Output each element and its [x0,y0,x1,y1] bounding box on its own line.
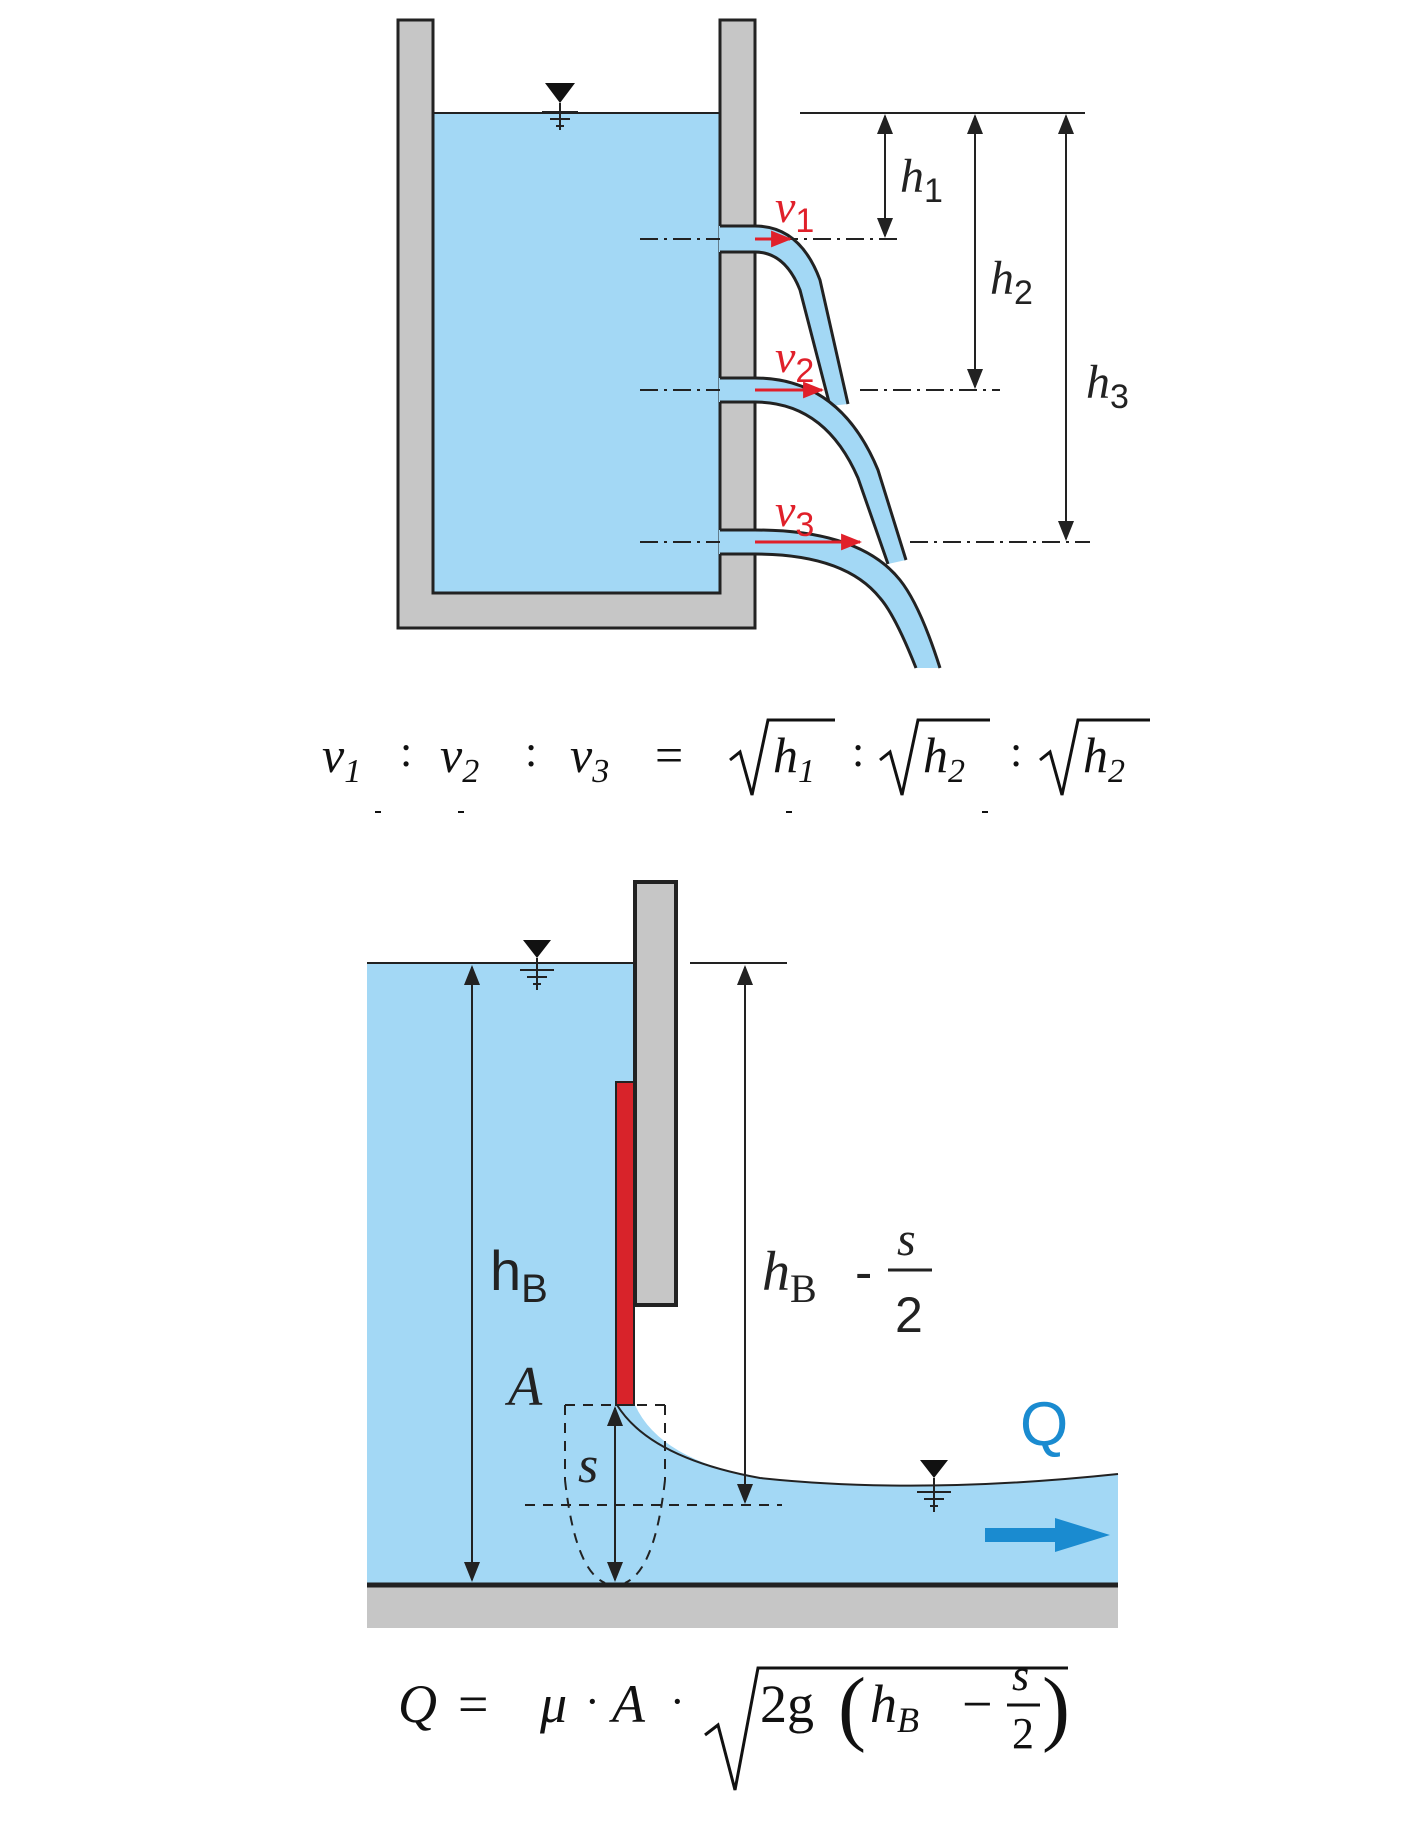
svg-text:hB: hB [762,1241,817,1311]
label-A: A [504,1356,543,1418]
gate-seal [615,1081,635,1406]
tank-diagram: v1 v2 v3 h1 h2 h3 [396,18,1129,669]
water-level-triangle-icon [520,940,554,990]
vena-contracta-outline [525,1404,782,1584]
orifice-3 [719,530,757,554]
sluice-gate [633,880,678,1307]
channel-bed [367,1583,1118,1628]
jet-1 [755,226,848,406]
flow-arrow-icon [985,1518,1110,1552]
svg-text:A: A [609,1674,646,1734]
sluice-gate-diagram: hB hB - s 2 A s Q [367,880,1119,1628]
centerlines [640,238,1090,543]
svg-text::: : [1010,727,1022,776]
sqrt-sign-main [704,1666,1068,1791]
jet-3 [755,530,940,668]
svg-text::: : [525,727,537,776]
orifice-2 [719,378,757,402]
svg-text:(: ( [838,1661,866,1754]
svg-text:−: − [962,1674,992,1734]
svg-text:v1: v1 [322,727,361,790]
height-label-1: h1 [900,150,943,210]
sqrt-sign-1 [729,718,835,796]
svg-text:-: - [855,1244,872,1302]
formula-discharge: Q = μ · A · 2g ( hB − s 2 ) [398,1651,1070,1791]
svg-text:2g: 2g [760,1674,814,1734]
sqrt-sign-2 [879,718,990,796]
label-Q: Q [1020,1390,1068,1459]
svg-text:2: 2 [1012,1709,1034,1758]
svg-text:·: · [670,1677,685,1726]
velocity-label-2: v2 [775,331,814,390]
svg-text:=: = [458,1674,488,1734]
formula-velocity-ratio: v1 : v2 : v3 = h1 : h2 : h2 [322,718,1150,813]
svg-text:s: s [1012,1651,1029,1700]
svg-text::: : [400,727,412,776]
water-level-triangle-icon [917,1460,951,1512]
svg-text:Q: Q [398,1674,437,1734]
svg-text:v2: v2 [440,727,479,790]
free-surface [616,1404,1119,1487]
label-hB-minus-s-half: hB - s 2 [762,1213,932,1343]
svg-text:h2: h2 [923,727,965,790]
water-level-triangle-icon [542,83,578,130]
label-s: s [578,1437,598,1494]
orifice-1 [719,226,757,252]
svg-text::: : [852,727,864,776]
sqrt-sign-3 [1039,718,1150,796]
height-label-3: h3 [1086,356,1129,416]
svg-text:): ) [1042,1661,1070,1754]
svg-text:=: = [655,727,683,783]
svg-text:h2: h2 [1083,727,1125,790]
jet-2 [755,378,906,564]
svg-text:s: s [897,1213,916,1266]
svg-text:v3: v3 [570,727,609,790]
svg-text:μ: μ [539,1674,567,1734]
velocity-label-1: v1 [775,181,814,240]
svg-text:h1: h1 [773,727,815,790]
tank-water [433,113,720,593]
svg-text:2: 2 [895,1287,923,1343]
label-hB: hB [490,1239,548,1311]
svg-text:·: · [585,1677,600,1726]
height-label-2: h2 [990,252,1033,312]
svg-text:hB: hB [870,1674,919,1740]
velocity-label-3: v3 [775,485,814,544]
upstream-water [367,963,1118,1583]
